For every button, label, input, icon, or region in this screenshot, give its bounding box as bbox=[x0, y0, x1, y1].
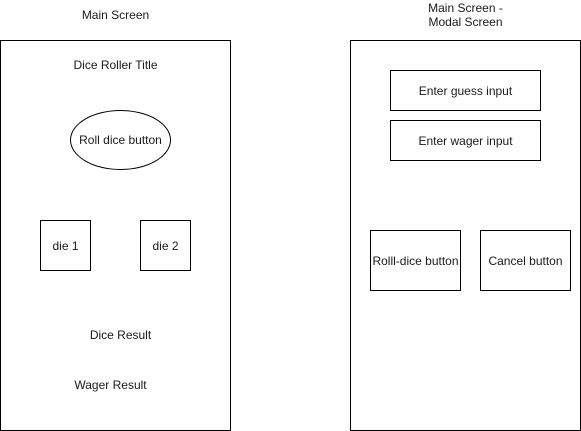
roll-dice-button[interactable]: Roll dice button bbox=[70, 110, 171, 170]
modal-screen-caption-line1: Main Screen - bbox=[428, 1, 503, 15]
wager-result: Wager Result bbox=[74, 378, 147, 392]
die-1: die 1 bbox=[40, 220, 91, 271]
die-1-label: die 1 bbox=[52, 238, 79, 253]
guess-input[interactable]: Enter guess input bbox=[390, 70, 541, 111]
modal-screen-caption-line2: Modal Screen bbox=[428, 15, 503, 29]
roll-dice-modal-button[interactable]: Rolll-dice button bbox=[370, 230, 461, 291]
modal-screen-caption: Main Screen - Modal Screen bbox=[350, 1, 581, 29]
dice-roller-title: Dice Roller Title bbox=[73, 58, 158, 72]
main-screen-caption: Main Screen bbox=[81, 8, 150, 22]
roll-dice-button-label: Roll dice button bbox=[79, 133, 162, 147]
roll-dice-modal-button-label: Rolll-dice button bbox=[372, 253, 459, 268]
cancel-button-label: Cancel button bbox=[488, 253, 563, 268]
die-2: die 2 bbox=[140, 220, 191, 271]
die-2-label: die 2 bbox=[152, 238, 179, 253]
guess-input-label: Enter guess input bbox=[418, 83, 513, 98]
cancel-button[interactable]: Cancel button bbox=[480, 230, 571, 291]
wager-input-label: Enter wager input bbox=[418, 133, 513, 148]
dice-result: Dice Result bbox=[89, 328, 152, 342]
wager-input[interactable]: Enter wager input bbox=[390, 120, 541, 161]
main-screen-frame bbox=[0, 40, 231, 431]
